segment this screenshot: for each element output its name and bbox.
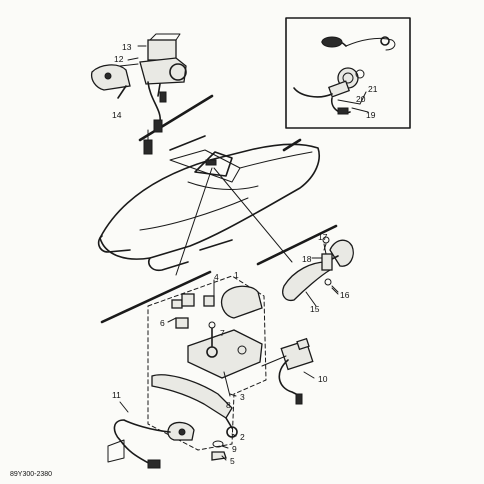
callout-21: 21: [368, 84, 378, 94]
callout-labels: 13 12 14 21 20 19 17 18 16 15 1 4 6 7 3 …: [10, 42, 378, 478]
callout-5: 5: [230, 456, 235, 466]
callout-18: 18: [302, 254, 312, 264]
thumb-switch-cable: [107, 419, 195, 469]
callout-12: 12: [114, 54, 124, 64]
callout-1: 1: [234, 270, 239, 280]
callout-4: 4: [214, 272, 219, 282]
callout-15: 15: [310, 304, 320, 314]
handlebar-switch-assembly: [90, 33, 187, 155]
lever-assembly: [147, 275, 314, 461]
callout-leaders: [119, 243, 339, 461]
ignition-switch-inset: [285, 17, 411, 129]
callout-13: 13: [122, 42, 132, 52]
callout-20: 20: [356, 94, 366, 104]
horn: [282, 236, 354, 302]
callout-2: 2: [240, 432, 245, 442]
callout-7: 7: [220, 328, 225, 338]
callout-10: 10: [318, 374, 328, 384]
callout-17: 17: [318, 232, 328, 242]
callout-14: 14: [112, 110, 122, 120]
callout-11: 11: [112, 390, 121, 400]
callout-3: 3: [240, 392, 245, 402]
callout-19: 19: [366, 110, 376, 120]
snowmobile-outline: [97, 143, 320, 272]
callout-16: 16: [340, 290, 350, 300]
leader-lines: [100, 94, 338, 324]
callout-8: 8: [226, 400, 231, 410]
diagram-code: 89Y300-2380: [10, 471, 52, 478]
callout-6: 6: [160, 318, 165, 328]
callout-9: 9: [232, 444, 237, 454]
